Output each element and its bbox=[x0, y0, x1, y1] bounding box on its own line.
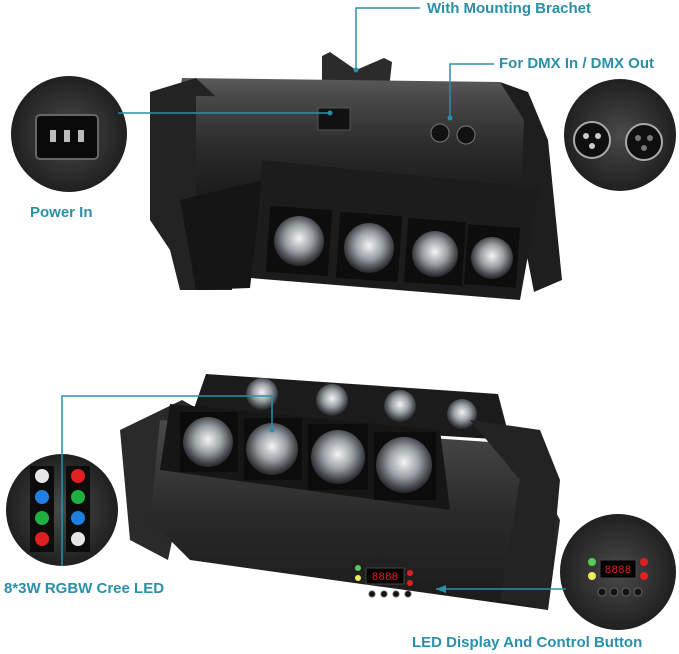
rear-dmx-out-socket bbox=[456, 125, 476, 145]
dmx-inset bbox=[564, 79, 676, 191]
bottom-right-endcap bbox=[470, 420, 560, 610]
top-lenses bbox=[265, 205, 521, 288]
bottom-fixture: 8888 bbox=[120, 374, 560, 610]
power-in-label: Power In bbox=[30, 204, 93, 221]
led-line bbox=[61, 395, 273, 566]
dmx-line bbox=[449, 63, 494, 118]
mounting-bracket-label: With Mounting Brachet bbox=[427, 0, 592, 17]
power-in-inset bbox=[11, 76, 127, 192]
rear-power-socket bbox=[317, 107, 351, 131]
inset-display-digits: 8888 bbox=[605, 565, 631, 577]
front-lenses bbox=[180, 412, 436, 500]
display-digits: 8888 bbox=[372, 572, 398, 584]
right-endcap bbox=[500, 82, 562, 292]
led-display-label: LED Display And Control Button bbox=[412, 634, 643, 651]
rgbw-led-label: 8*3W RGBW Cree LED bbox=[4, 580, 165, 597]
control-panel: 8888 bbox=[355, 565, 413, 598]
dmx-label: For DMX In / DMX Out bbox=[499, 55, 654, 72]
rear-dmx-in-socket bbox=[430, 123, 450, 143]
top-fixture bbox=[150, 52, 562, 300]
mounting-line bbox=[355, 7, 420, 70]
callout-lines bbox=[61, 7, 566, 590]
control-panel-inset: 8888 bbox=[560, 514, 676, 630]
rear-lenses bbox=[246, 378, 477, 429]
lower-body bbox=[180, 180, 262, 290]
